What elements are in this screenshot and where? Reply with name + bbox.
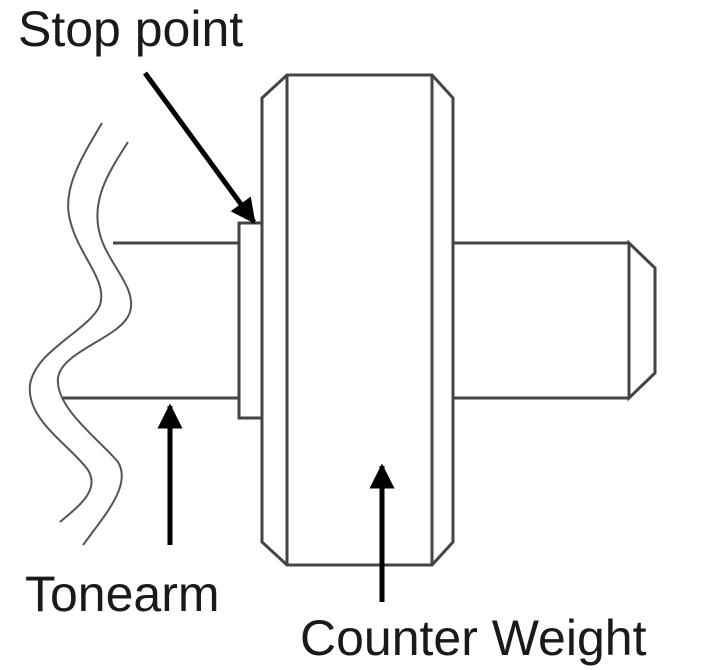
counter-weight-body	[260, 73, 455, 567]
stop-point-label: Stop point	[18, 1, 243, 57]
counter-weight-label: Counter Weight	[300, 610, 647, 666]
tonearm-label: Tonearm	[25, 566, 220, 622]
stop-point-collar	[237, 221, 264, 420]
shaft-right-end	[627, 239, 657, 402]
break-line-right	[56, 141, 133, 546]
break-line-left	[28, 122, 103, 523]
stop-point-arrow	[142, 71, 257, 225]
